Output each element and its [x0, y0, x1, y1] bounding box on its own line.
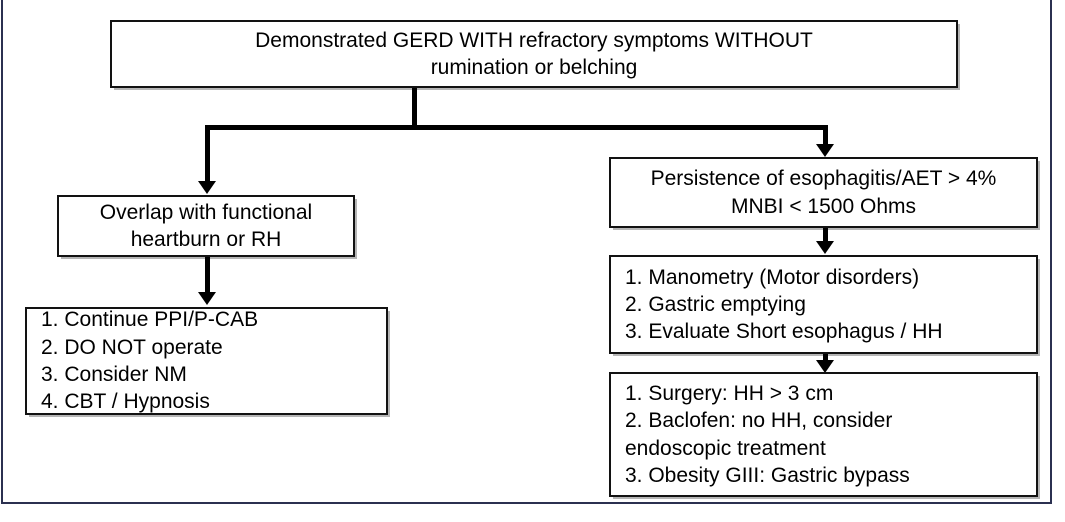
node-line: 3. Obesity GIII: Gastric bypass	[625, 463, 910, 487]
node-persistence-esophagitis: Persistence of esophagitis/AET > 4% MNBI…	[609, 157, 1038, 228]
node-treatment-options: 1. Surgery: HH > 3 cm 2. Baclofen: no HH…	[609, 372, 1038, 497]
connector-workup-to-treatment	[823, 354, 828, 362]
node-line: endoscopic treatment	[625, 436, 826, 460]
node-line: 3. Evaluate Short esophagus / HH	[625, 320, 943, 344]
node-functional-management: 1. Continue PPI/P-CAB 2. DO NOT operate …	[25, 307, 388, 415]
connector-split-to-overlap	[205, 125, 210, 182]
connector-overlap-to-management	[205, 257, 210, 293]
node-line: heartburn or RH	[130, 228, 282, 251]
node-line: 2. Gastric emptying	[625, 292, 806, 316]
node-demonstrated-gerd: Demonstrated GERD WITH refractory sympto…	[110, 20, 958, 88]
node-line: 2. DO NOT operate	[41, 335, 223, 359]
node-line: 3. Consider NM	[41, 363, 187, 386]
arrowhead-workup-to-treatment	[816, 360, 834, 373]
arrowhead-overlap-to-management	[198, 292, 216, 305]
node-line: Demonstrated GERD WITH refractory sympto…	[255, 28, 813, 52]
node-line: rumination or belching	[430, 56, 638, 79]
connector-split-to-persistence	[823, 125, 828, 145]
node-line: 2. Baclofen: no HH, consider	[625, 409, 893, 433]
node-line: 4. CBT / Hypnosis	[41, 390, 210, 414]
arrowhead-split-to-persistence	[816, 144, 834, 157]
node-line: 1. Continue PPI/P-CAB	[41, 308, 259, 332]
node-line: 1. Surgery: HH > 3 cm	[625, 381, 834, 405]
connector-split-bar	[205, 125, 828, 130]
arrowhead-split-to-overlap	[198, 181, 216, 194]
node-line: MNBI < 1500 Ohms	[731, 194, 916, 218]
node-line: Persistence of esophagitis/AET > 4%	[650, 167, 997, 191]
node-line: Overlap with functional	[99, 200, 313, 224]
arrowhead-persistence-to-workup	[816, 241, 834, 254]
connector-root-stem	[412, 88, 417, 128]
node-line: 1. Manometry (Motor disorders)	[625, 265, 920, 289]
connector-persistence-to-workup	[823, 228, 828, 242]
node-overlap-functional: Overlap with functional heartburn or RH	[57, 195, 355, 257]
node-additional-workup: 1. Manometry (Motor disorders) 2. Gastri…	[609, 255, 1038, 354]
